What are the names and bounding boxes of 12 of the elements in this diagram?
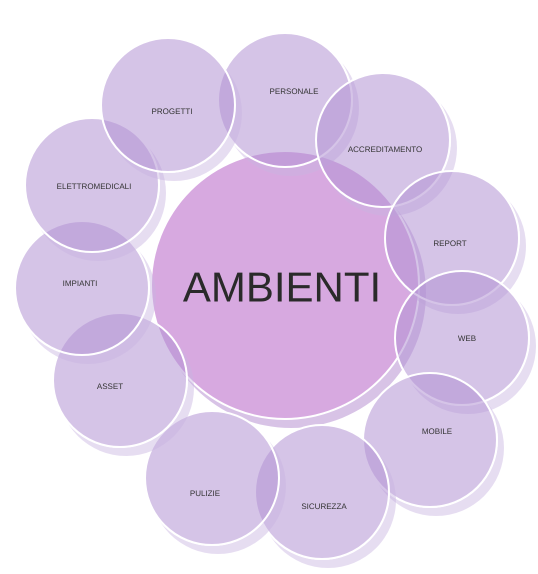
- circle-label: IMPIANTI: [62, 278, 98, 290]
- circle-label: ACCREDITAMENTO: [348, 144, 422, 156]
- circle-label: PROGETTI: [152, 106, 192, 118]
- circle-label: PULIZIE: [190, 488, 220, 500]
- circle-label: ELETTROMEDICALI: [56, 181, 132, 193]
- circle-label: WEB: [458, 333, 476, 345]
- circle-label: REPORT: [433, 238, 467, 250]
- circle-label: SICUREZZA: [301, 501, 347, 513]
- center-label: AMBIENTI: [182, 262, 382, 312]
- circle-label: ASSET: [96, 381, 124, 393]
- circle-label: PERSONALE: [270, 86, 318, 98]
- circle-label: MOBILE: [422, 426, 452, 438]
